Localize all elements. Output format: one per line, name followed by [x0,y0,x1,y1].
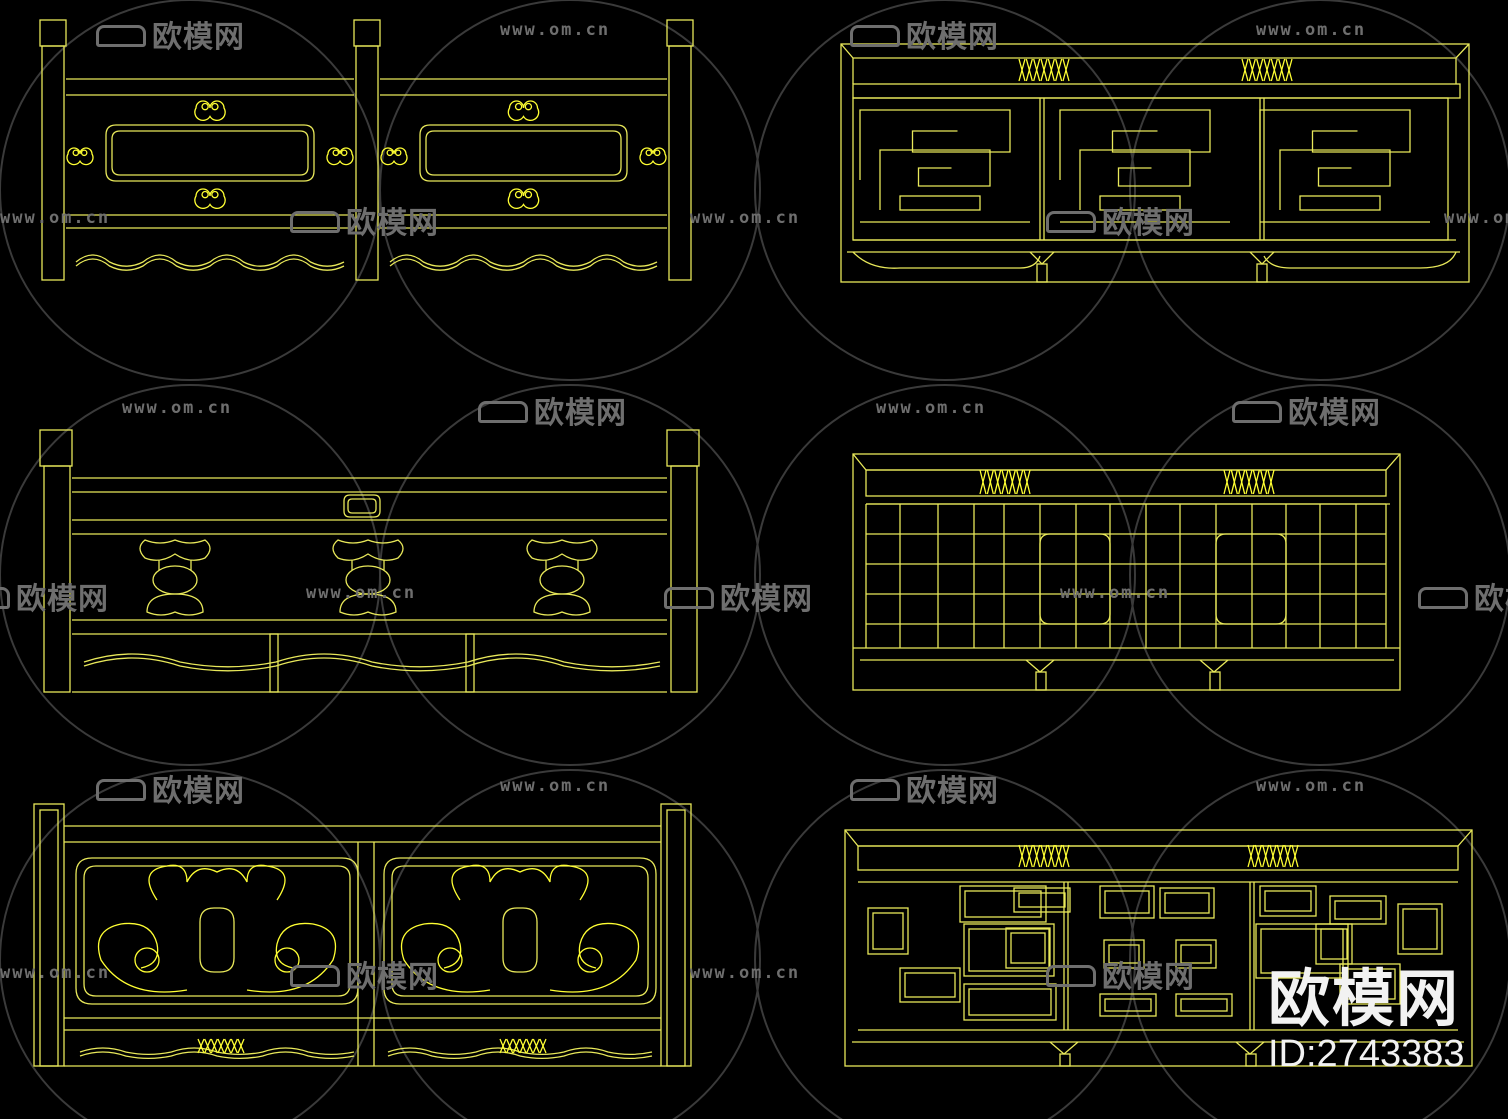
watermark-logo: 欧模网 [1232,388,1381,432]
watermark-logo-text: 欧模网 [534,396,627,431]
watermark-logo-text: 欧模网 [152,774,245,809]
watermark-logo-text: 欧模网 [906,20,999,55]
sofa-icon [96,778,146,801]
watermark-ring [1129,769,1508,1119]
sofa-icon [0,586,10,609]
watermark-logo-text: 欧模网 [346,960,439,995]
watermark-logo-text: 欧模网 [720,582,813,617]
watermark-logo: 欧模网 [96,12,245,56]
watermark-logo: 欧模网 [1046,198,1195,242]
watermark-logo-text: 欧模网 [906,774,999,809]
watermark-url: www.om.cn [122,398,233,418]
watermark-ring [1129,384,1508,766]
railing-drawing-5 [33,803,692,1067]
watermark-logo-text: 欧模网 [346,206,439,241]
watermark-logo: 欧模网 [478,388,627,432]
watermark-logo: 欧模网 [290,952,439,996]
watermark-ring [0,0,381,381]
railing-drawing-3 [39,429,700,693]
watermark-logo: 欧模网 [290,198,439,242]
watermark-ring [754,0,1136,381]
watermark-ring [379,769,761,1119]
sofa-icon [1418,586,1468,609]
watermark-url: www.om.cn [876,398,987,418]
watermark-logo: 欧模网 [1046,952,1195,996]
watermark-url: www.om.cn [1256,20,1367,40]
watermark-url: www.om.cn [690,963,801,983]
watermark-url: www.om.cn [500,776,611,796]
brand-badge: 欧模网 ID:2743383 [1268,966,1468,1076]
brand-name: 欧模网 [1268,962,1461,1035]
sofa-icon [290,964,340,987]
watermark-url: www.om.cn [0,208,111,228]
watermark-ring [754,384,1136,766]
watermark-url: www.om.cn [690,208,801,228]
sofa-icon [96,24,146,47]
sofa-icon [850,24,900,47]
watermark-logo-text: 欧模网 [152,20,245,55]
sofa-icon [1046,964,1096,987]
watermark-logo: 欧模网 [664,574,813,618]
watermark-logo: 欧模网 [96,766,245,810]
watermark-ring [379,384,761,766]
watermark-ring [1129,0,1508,381]
watermark-logo: 欧模网 [850,766,999,810]
railing-drawing-6 [844,829,1473,1067]
sofa-icon [478,400,528,423]
watermark-logo-text: 欧模网 [1288,396,1381,431]
watermark-logo: 欧模网 [0,574,109,618]
watermark-logo-text: 欧模网 [1474,582,1508,617]
watermark-logo-text: 欧模网 [16,582,109,617]
watermark-ring [754,769,1136,1119]
watermark-logo-text: 欧模网 [1102,206,1195,241]
railing-drawing-2 [840,43,1470,283]
sofa-icon [1046,210,1096,233]
watermark-logo: 欧模网 [850,12,999,56]
brand-id: ID:2743383 [1268,1033,1465,1075]
railing-drawings [33,19,1473,1067]
watermark-url: www.om.cn [1060,583,1171,603]
watermark-url: www.om.cn [0,963,111,983]
watermark-url: www.om.cn [1444,208,1508,228]
watermark-url: www.om.cn [500,20,611,40]
watermark-url: www.om.cn [1256,776,1367,796]
railing-drawing-1 [39,19,694,281]
watermark-url: www.om.cn [306,583,417,603]
sofa-icon [664,586,714,609]
sofa-icon [290,210,340,233]
watermark-logo-text: 欧模网 [1102,960,1195,995]
railing-drawing-4 [852,453,1401,691]
sofa-icon [1232,400,1282,423]
watermark-ring [379,0,761,381]
sofa-icon [850,778,900,801]
watermark-logo: 欧模网 [1418,574,1508,618]
